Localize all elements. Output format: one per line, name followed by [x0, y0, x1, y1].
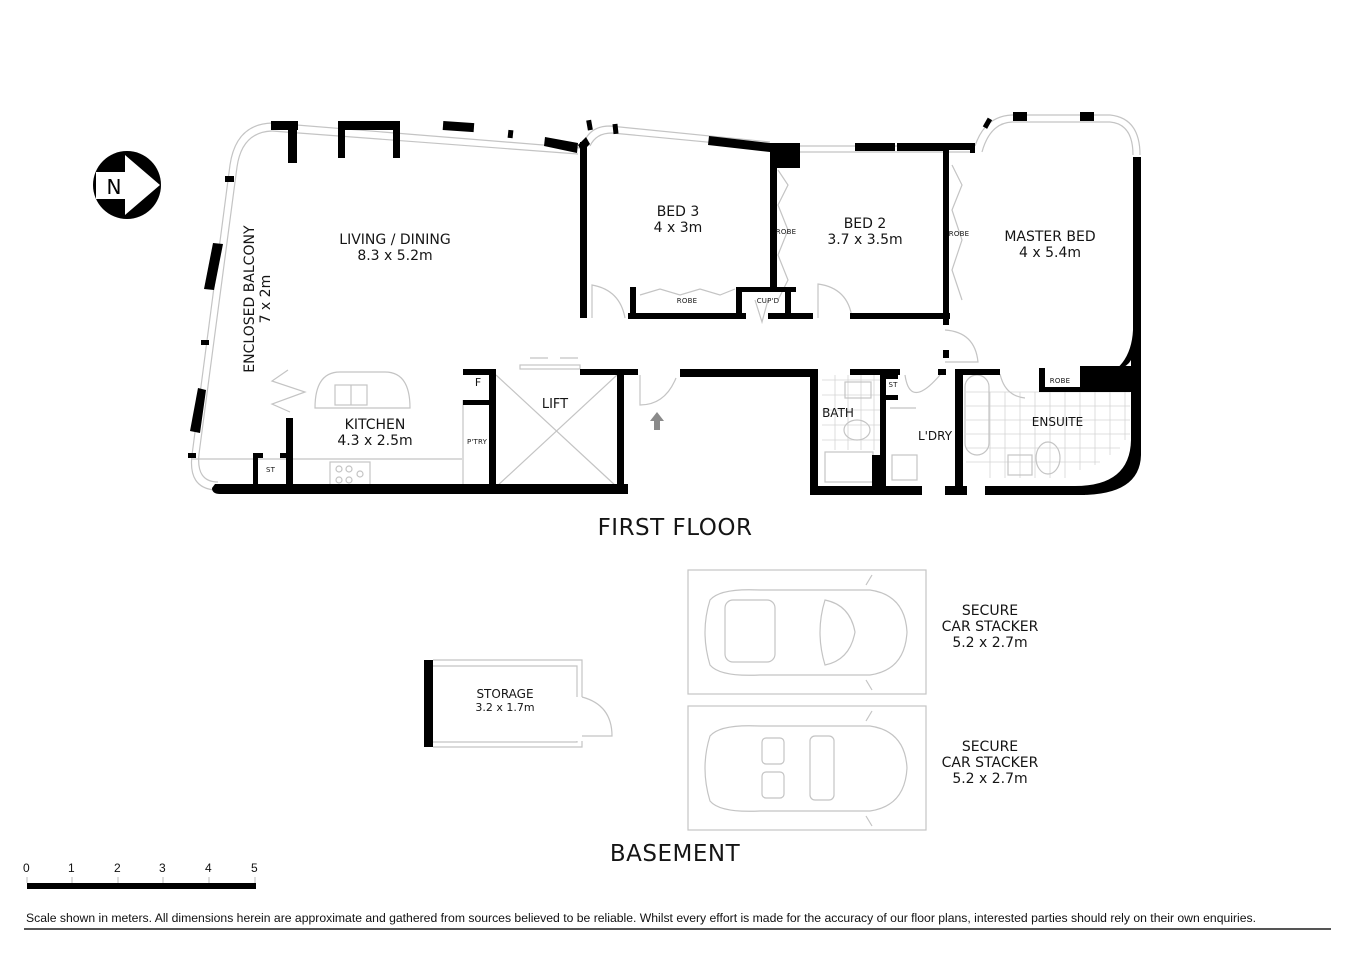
car-stacker-1-outline: [687, 569, 927, 695]
disclaimer-underline: [24, 928, 1331, 930]
scale-bar: [26, 877, 256, 889]
room-name: STORAGE: [476, 687, 534, 701]
car-stacker-1: SECURE CAR STACKER 5.2 x 2.7m: [925, 603, 1055, 651]
scale-tick-1: 1: [68, 861, 75, 875]
label-robe-bed3: ROBE: [676, 297, 698, 305]
room-size: 8.3 x 5.2m: [357, 248, 433, 265]
room-size: 7 x 2m: [258, 274, 274, 324]
car-stacker-line2: CAR STACKER: [941, 755, 1039, 772]
scale-tick-0: 0: [23, 861, 30, 875]
car-stacker-line2: CAR STACKER: [941, 619, 1039, 636]
scale-tick-3: 3: [159, 861, 166, 875]
north-arrow-icon: N: [93, 151, 161, 219]
room-bed-2: BED 2 3.7 x 3.5m: [800, 216, 930, 248]
room-name: KITCHEN: [344, 417, 406, 433]
basement-title: BASEMENT: [609, 841, 741, 867]
car-stacker-2: SECURE CAR STACKER 5.2 x 2.7m: [925, 739, 1055, 787]
room-ensuite: ENSUITE: [1031, 415, 1084, 429]
car-stacker-size: 5.2 x 2.7m: [952, 771, 1028, 788]
room-size: 4.3 x 2.5m: [337, 433, 413, 450]
room-living-dining: LIVING / DINING 8.3 x 5.2m: [330, 232, 460, 264]
room-size: 4 x 5.4m: [1019, 245, 1081, 262]
room-kitchen: KITCHEN 4.3 x 2.5m: [320, 417, 430, 449]
label-pantry: P'TRY: [466, 438, 488, 446]
room-lift: LIFT: [541, 397, 569, 412]
svg-text:N: N: [107, 175, 122, 199]
label-robe-master: ROBE: [948, 230, 970, 238]
label-cupboard: CUP'D: [756, 297, 780, 305]
room-bath: BATH: [822, 406, 854, 420]
room-master-bed: MASTER BED 4 x 5.4m: [990, 229, 1110, 261]
room-size: 3.2 x 1.7m: [475, 700, 535, 714]
label-fridge: F: [474, 376, 482, 389]
label-robe-ensuite: ROBE: [1049, 377, 1071, 385]
scale-tick-4: 4: [205, 861, 212, 875]
room-size: 3.7 x 3.5m: [827, 232, 903, 249]
car-stacker-2-outline: [687, 705, 927, 831]
storage-outline: [424, 659, 613, 748]
room-name: LIVING / DINING: [339, 232, 451, 248]
label-store-hall: ST: [888, 381, 898, 389]
scale-tick-2: 2: [114, 861, 121, 875]
room-storage: STORAGE 3.2 x 1.7m: [455, 687, 555, 714]
car-stacker-line1: SECURE: [961, 603, 1019, 619]
room-laundry: L'DRY: [917, 429, 953, 443]
room-bed-3: BED 3 4 x 3m: [628, 204, 728, 236]
room-size: 4 x 3m: [653, 220, 703, 237]
label-store-kitchen: ST: [265, 466, 276, 474]
room-name: MASTER BED: [1004, 229, 1096, 245]
room-name: BED 2: [843, 216, 887, 232]
walls: [188, 112, 1141, 495]
scale-tick-5: 5: [251, 861, 258, 875]
room-name: BED 3: [656, 204, 700, 220]
room-name: ENCLOSED BALCONY: [241, 225, 258, 373]
disclaimer-text: Scale shown in meters. All dimensions he…: [26, 911, 1256, 925]
first-floor-title: FIRST FLOOR: [597, 515, 753, 541]
car-stacker-line1: SECURE: [961, 739, 1019, 755]
room-enclosed-balcony: ENCLOSED BALCONY 7 x 2m: [242, 224, 274, 374]
label-robe-bed2: ROBE: [775, 228, 797, 236]
car-stacker-size: 5.2 x 2.7m: [952, 635, 1028, 652]
entry-arrow-icon: [650, 412, 664, 430]
